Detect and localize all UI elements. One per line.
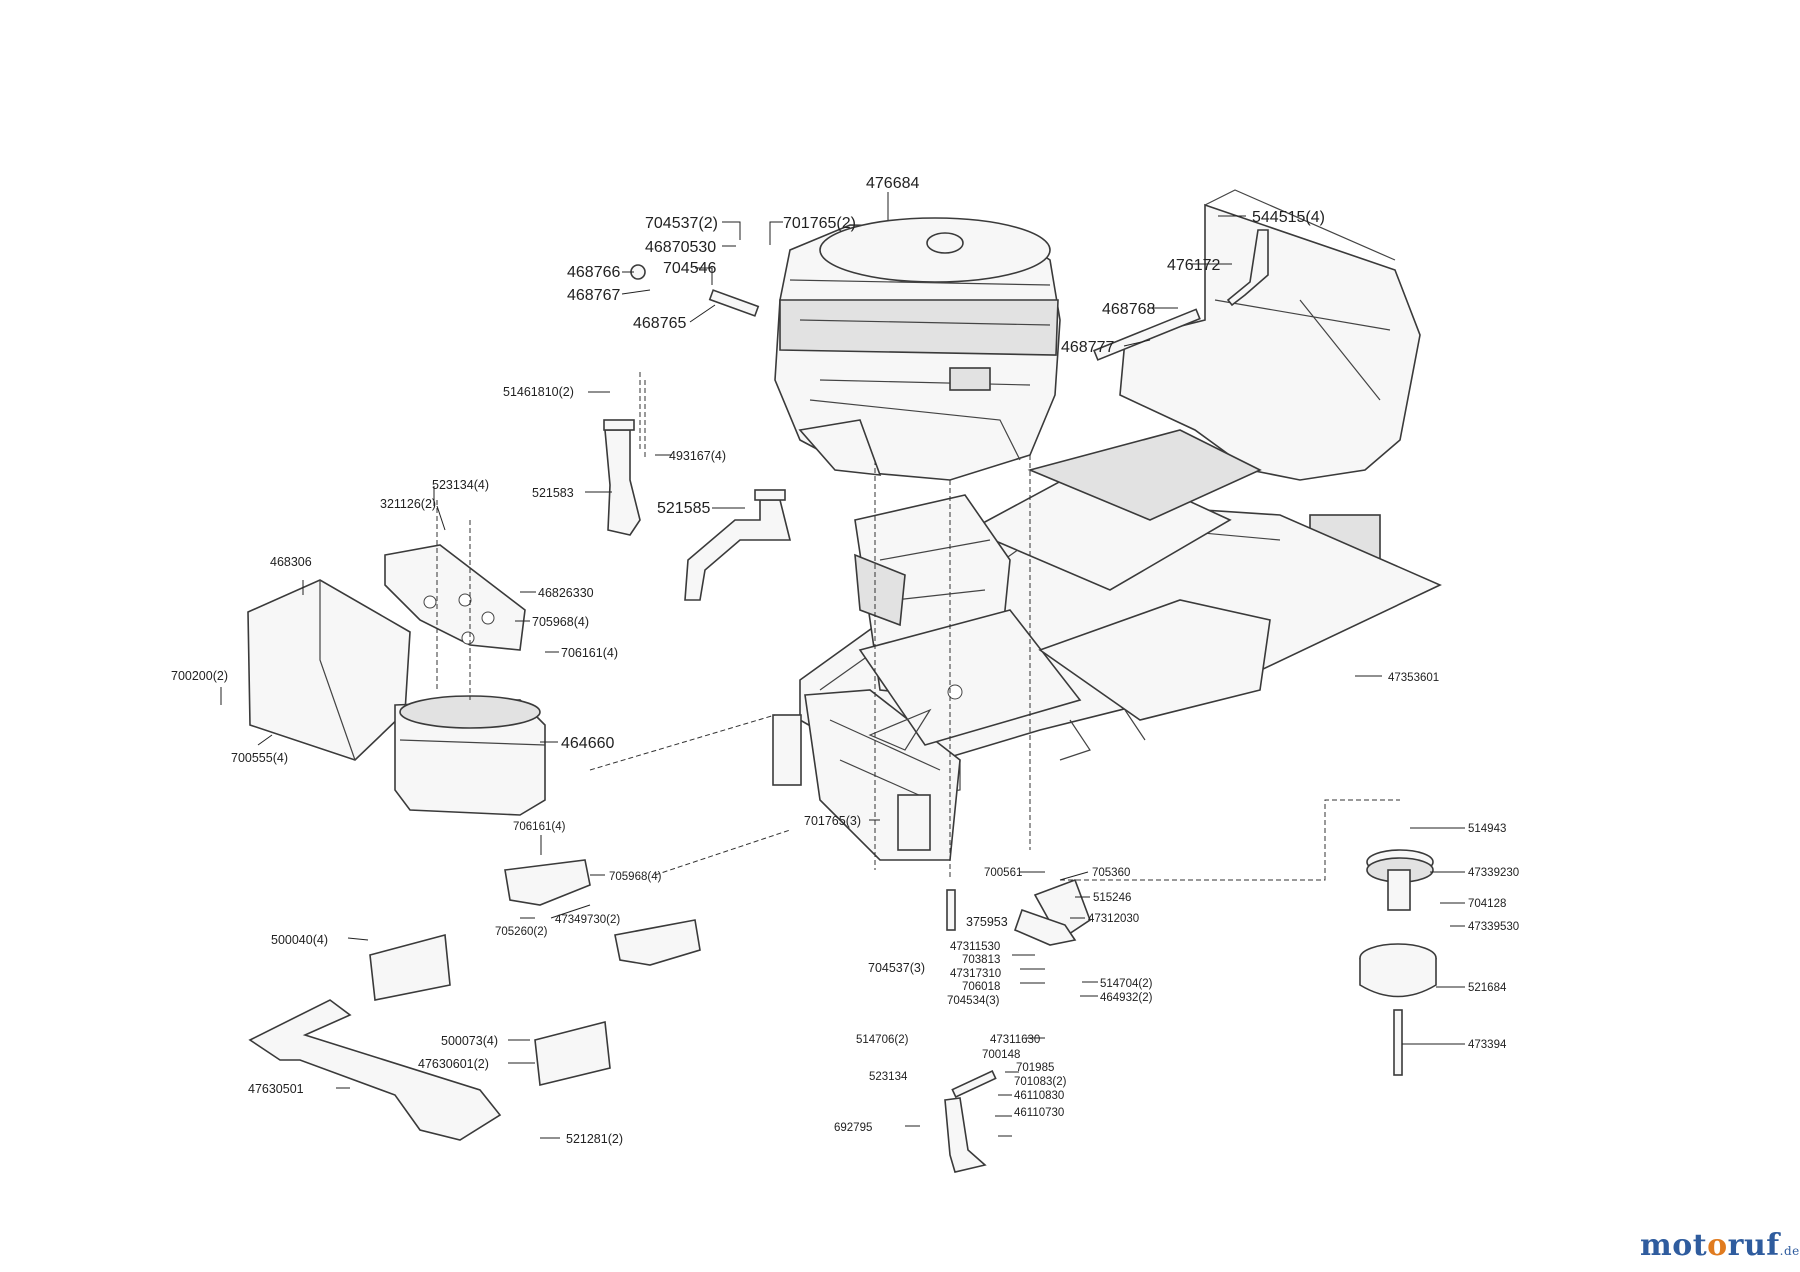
frame-drawing — [772, 189, 1442, 861]
callout-47349730-2: 47349730(2) — [555, 914, 620, 926]
callout-704537-2: 704537(2) — [645, 215, 718, 232]
callout-706161-4-b: 706161(4) — [513, 821, 566, 833]
callout-704537-3: 704537(3) — [868, 961, 925, 975]
logo-tld: .de — [1779, 1244, 1800, 1258]
callout-493167-4: 493167(4) — [669, 449, 726, 463]
callout-47353601: 47353601 — [1388, 672, 1439, 684]
callout-514706-2: 514706(2) — [856, 1034, 909, 1046]
callout-514704-2: 514704(2) — [1100, 978, 1153, 990]
callout-701083-2: 701083(2) — [1014, 1076, 1067, 1088]
callout-701985: 701985 — [1016, 1062, 1054, 1074]
callout-705968-4-b: 705968(4) — [609, 871, 662, 883]
callout-46826330: 46826330 — [538, 586, 594, 600]
callout-515246: 515246 — [1093, 892, 1131, 904]
callout-523134-4: 523134(4) — [432, 478, 489, 492]
callout-476172: 476172 — [1167, 257, 1220, 274]
callout-468768: 468768 — [1102, 301, 1155, 318]
leader-lines — [220, 192, 1465, 1139]
callout-521281-2: 521281(2) — [566, 1132, 623, 1146]
callout-521585: 521585 — [657, 500, 710, 517]
callout-700555-4: 700555(4) — [231, 751, 288, 765]
callout-705360: 705360 — [1092, 867, 1130, 879]
motoruf-logo[interactable]: motoruf.de — [1640, 1228, 1800, 1263]
callout-544515-4: 544515(4) — [1252, 209, 1325, 226]
logo-part-2: o — [1707, 1228, 1728, 1263]
callout-500073-4: 500073(4) — [441, 1034, 498, 1048]
callout-700561: 700561 — [984, 867, 1022, 879]
callout-464932-2: 464932(2) — [1100, 992, 1153, 1004]
callout-51461810-2: 51461810(2) — [503, 385, 574, 399]
callout-47312030: 47312030 — [1088, 913, 1139, 925]
callout-47630501: 47630501 — [248, 1082, 304, 1096]
callout-46110730: 46110730 — [1014, 1107, 1064, 1119]
callout-706018: 706018 — [962, 981, 1000, 993]
callout-468777: 468777 — [1061, 339, 1114, 356]
engine-drawing — [774, 217, 1061, 481]
callout-705260-2: 705260(2) — [495, 926, 548, 938]
callout-704546: 704546 — [663, 260, 716, 277]
muffler-drawing — [247, 544, 546, 816]
callout-473394: 473394 — [1468, 1039, 1507, 1051]
callout-47311530: 47311530 — [950, 941, 1000, 953]
callout-46110830: 46110830 — [1014, 1090, 1064, 1102]
logo-part-1: mot — [1640, 1228, 1708, 1263]
callout-375953: 375953 — [966, 915, 1008, 929]
callout-46870530: 46870530 — [645, 239, 716, 256]
callout-521583: 521583 — [532, 486, 574, 500]
callout-701765-3: 701765(3) — [804, 814, 861, 828]
callout-321126-2: 321126(2) — [380, 497, 436, 511]
callout-706161-4: 706161(4) — [561, 646, 618, 660]
callout-523134: 523134 — [869, 1071, 908, 1083]
callout-521684: 521684 — [1468, 982, 1507, 994]
callout-701765-2: 701765(2) — [783, 215, 856, 232]
callout-700200-2: 700200(2) — [171, 669, 228, 683]
callout-476684: 476684 — [866, 175, 919, 192]
callout-464660: 464660 — [561, 735, 614, 752]
callout-labels: 476684 704537(2) 701765(2) 46870530 7045… — [171, 175, 1519, 1146]
small-parts-drawing — [248, 229, 1437, 1173]
assembly-lines — [436, 372, 1400, 881]
exhaust-pipes-drawing — [603, 419, 792, 601]
logo-part-3: ruf — [1727, 1228, 1780, 1263]
callout-705968-4: 705968(4) — [532, 615, 589, 629]
callout-692795: 692795 — [834, 1122, 872, 1134]
callout-703813: 703813 — [962, 954, 1000, 966]
callout-468766: 468766 — [567, 264, 620, 281]
callout-704534-3: 704534(3) — [947, 995, 1000, 1007]
callout-700148: 700148 — [982, 1049, 1020, 1061]
callout-514943: 514943 — [1468, 823, 1506, 835]
callout-468767: 468767 — [567, 287, 620, 304]
callout-704128: 704128 — [1468, 898, 1506, 910]
callout-47311630: 47311630 — [990, 1034, 1040, 1046]
callout-500040-4: 500040(4) — [271, 933, 328, 947]
callout-47339230: 47339230 — [1468, 867, 1519, 879]
callout-468306: 468306 — [270, 555, 312, 569]
callout-47630601-2: 47630601(2) — [418, 1057, 489, 1071]
callout-468765: 468765 — [633, 315, 686, 332]
callout-47317310: 47317310 — [950, 968, 1001, 980]
callout-47339530: 47339530 — [1468, 921, 1519, 933]
